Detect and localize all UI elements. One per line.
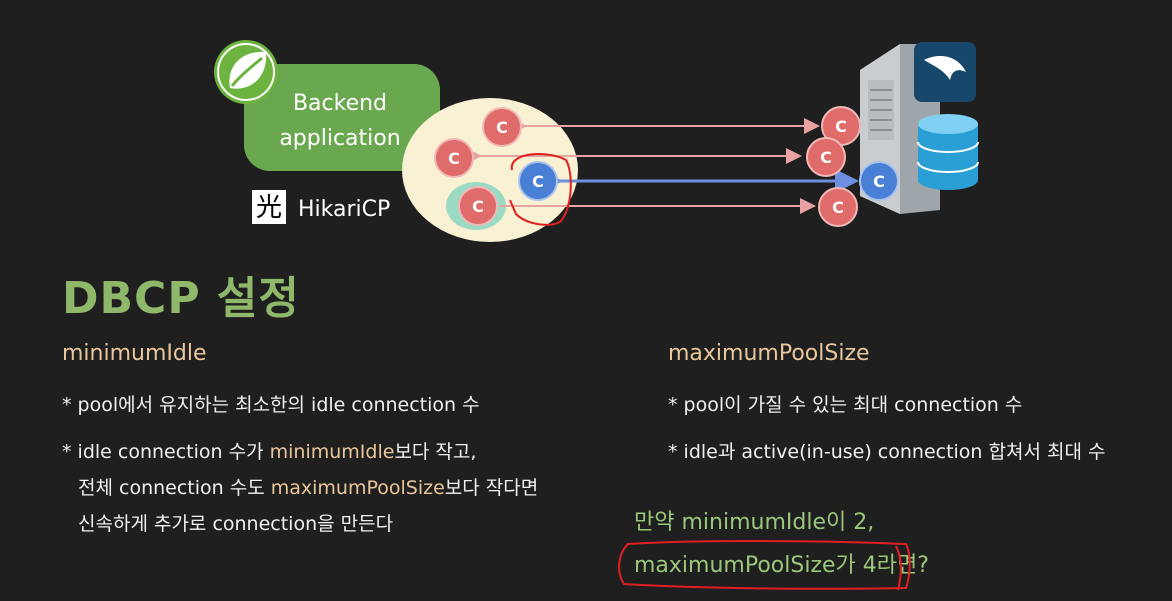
question-line-2: maximumPoolSize가 4라면? — [634, 553, 929, 578]
red-annotation-box — [618, 540, 911, 591]
hikaricp-logo-icon: 光 — [252, 190, 286, 224]
svg-text:C: C — [472, 197, 484, 216]
svg-text:C: C — [873, 172, 885, 191]
svg-text:C: C — [820, 148, 832, 167]
db-connection-2: C — [806, 137, 846, 177]
svg-text:C: C — [448, 149, 460, 168]
svg-text:C: C — [532, 172, 544, 191]
bullet-2-line2-text-a: 전체 connection 수도 — [78, 477, 271, 499]
db-connection-1: C — [821, 106, 861, 146]
maximum-pool-size-bullet-1: * pool이 가질 수 있는 최대 connection 수 — [668, 394, 1023, 416]
question-line-1: 만약 minimumIdle이 2, — [634, 510, 875, 535]
backend-label-line2: application — [279, 126, 400, 151]
backend-label-line1: Backend — [293, 91, 387, 116]
db-connection-active: C — [859, 161, 899, 201]
svg-text:C: C — [832, 198, 844, 217]
bullet-2-line2-text-b: 보다 작다면 — [444, 477, 539, 499]
maximum-pool-size-heading: maximumPoolSize — [668, 341, 870, 366]
db-connection-3: C — [818, 187, 858, 227]
red-annotation-circle — [509, 153, 572, 226]
page-title: DBCP 설정 — [62, 273, 300, 324]
bullet-2-highlight: minimumIdle — [269, 441, 395, 463]
minimum-idle-bullet-2-line-2: 전체 connection 수도 maximumPoolSize보다 작다면 — [78, 470, 538, 506]
bullet-2-line2-highlight: maximumPoolSize — [270, 477, 445, 499]
bullet-2-text-a: * idle connection 수가 — [62, 441, 270, 463]
spring-leaf-icon — [214, 40, 278, 104]
connection-pool-diagram: Backend application 光 HikariCP — [214, 40, 979, 242]
pool-connection-1: C — [482, 107, 522, 147]
pool-connection-active: C — [518, 161, 558, 201]
svg-text:C: C — [496, 118, 508, 137]
mysql-dolphin-icon — [914, 42, 976, 102]
pool-connection-2: C — [434, 138, 474, 178]
pool-connection-3: C — [458, 186, 498, 226]
maximum-pool-size-bullet-2: * idle과 active(in-use) connection 합쳐서 최대… — [668, 441, 1106, 463]
hikaricp-label: HikariCP — [298, 197, 390, 222]
minimum-idle-heading: minimumIdle — [62, 341, 207, 366]
svg-text:C: C — [835, 117, 847, 136]
minimum-idle-bullet-2: * idle connection 수가 minimumIdle보다 작고, — [62, 434, 476, 470]
minimum-idle-bullet-2-line-3: 신속하게 추가로 connection을 만든다 — [78, 513, 394, 535]
database-icon — [917, 114, 979, 190]
bullet-2-text-b: 보다 작고, — [394, 441, 477, 463]
backend-application-box — [244, 64, 440, 171]
connection-arrows — [466, 118, 859, 214]
hikaricp-logo-glyph: 光 — [256, 193, 282, 223]
minimum-idle-bullet-1: * pool에서 유지하는 최소한의 idle connection 수 — [62, 394, 480, 416]
